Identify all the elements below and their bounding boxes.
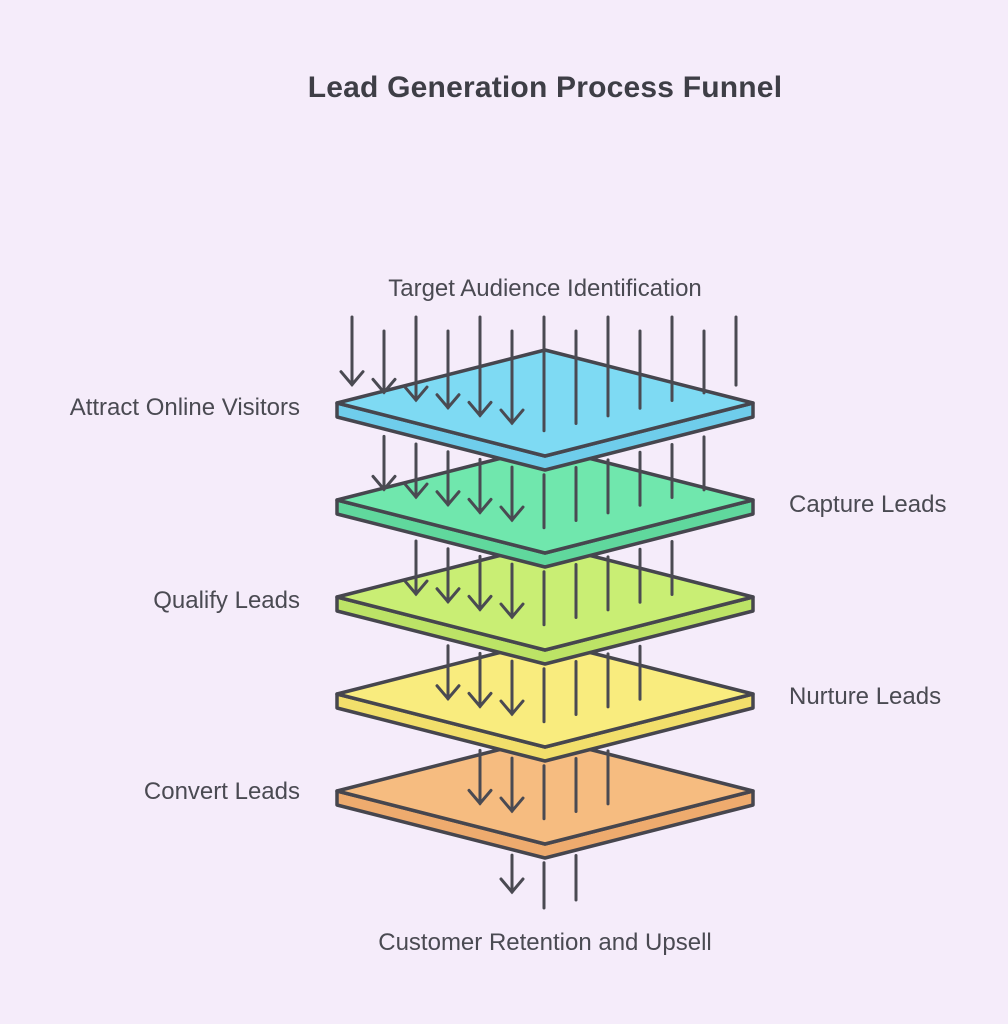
funnel-output-label: Customer Retention and Upsell — [378, 929, 712, 956]
stage-label-nurture-leads: Nurture Leads — [789, 683, 942, 710]
stage-label-convert-leads: Convert Leads — [143, 778, 300, 805]
stage-label-capture-leads: Capture Leads — [789, 491, 947, 518]
diagram-title: Lead Generation Process Funnel — [307, 71, 783, 104]
flow-arrows — [339, 315, 738, 910]
funnel-input-label: Target Audience Identification — [388, 275, 702, 302]
stage-label-qualify-leads: Qualify Leads — [153, 587, 300, 614]
stage-label-attract-online-visitors: Attract Online Visitors — [69, 394, 300, 421]
